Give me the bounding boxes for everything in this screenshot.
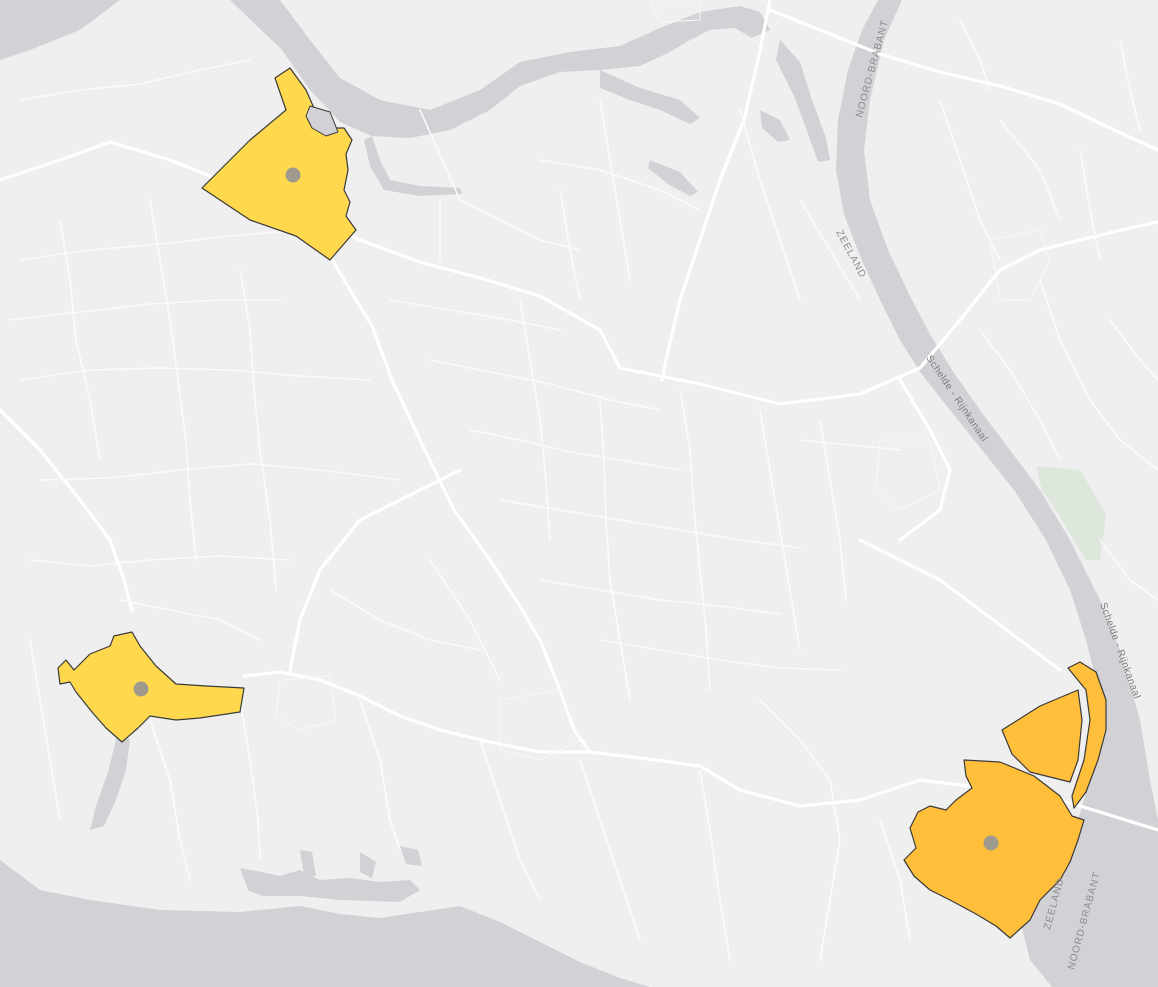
- road-major-1: [0, 140, 1158, 406]
- parcel-south-east-upper[interactable]: [1001, 689, 1083, 783]
- river-north: [230, 0, 770, 138]
- canal: [836, 0, 1158, 987]
- parcel-south-east-strip[interactable]: [1067, 661, 1107, 809]
- road-network: [0, 0, 1158, 961]
- inlet-left: [364, 136, 462, 196]
- road-major-6: [768, 8, 1158, 152]
- parcel-marker-south-east[interactable]: [983, 835, 999, 851]
- harbor-3: [360, 852, 376, 878]
- creek-southwest: [90, 730, 130, 830]
- marker-layer: [133, 167, 999, 851]
- road-major-9: [288, 468, 462, 672]
- road-major-8: [858, 538, 1062, 672]
- parcel-north-west-lake: [305, 105, 339, 137]
- estuary-top-left: [0, 0, 120, 60]
- parcel-marker-north-west[interactable]: [285, 167, 301, 183]
- river-creek-2: [760, 110, 790, 142]
- road-major-10: [898, 378, 952, 542]
- river-creek: [776, 40, 830, 162]
- river-branch: [600, 70, 700, 124]
- estuary-south: [0, 860, 650, 987]
- parcel-south-west[interactable]: [57, 631, 245, 743]
- harbor-1: [240, 868, 420, 902]
- harbor-2: [300, 850, 316, 876]
- pond-1: [648, 160, 698, 196]
- road-major-4: [242, 670, 922, 808]
- harbor-4: [400, 846, 422, 866]
- parcel-marker-south-west[interactable]: [133, 681, 149, 697]
- road-major-3: [0, 408, 134, 612]
- road-major-5: [660, 0, 772, 382]
- park-area: [1036, 466, 1106, 560]
- parcel-layer: [57, 67, 1107, 939]
